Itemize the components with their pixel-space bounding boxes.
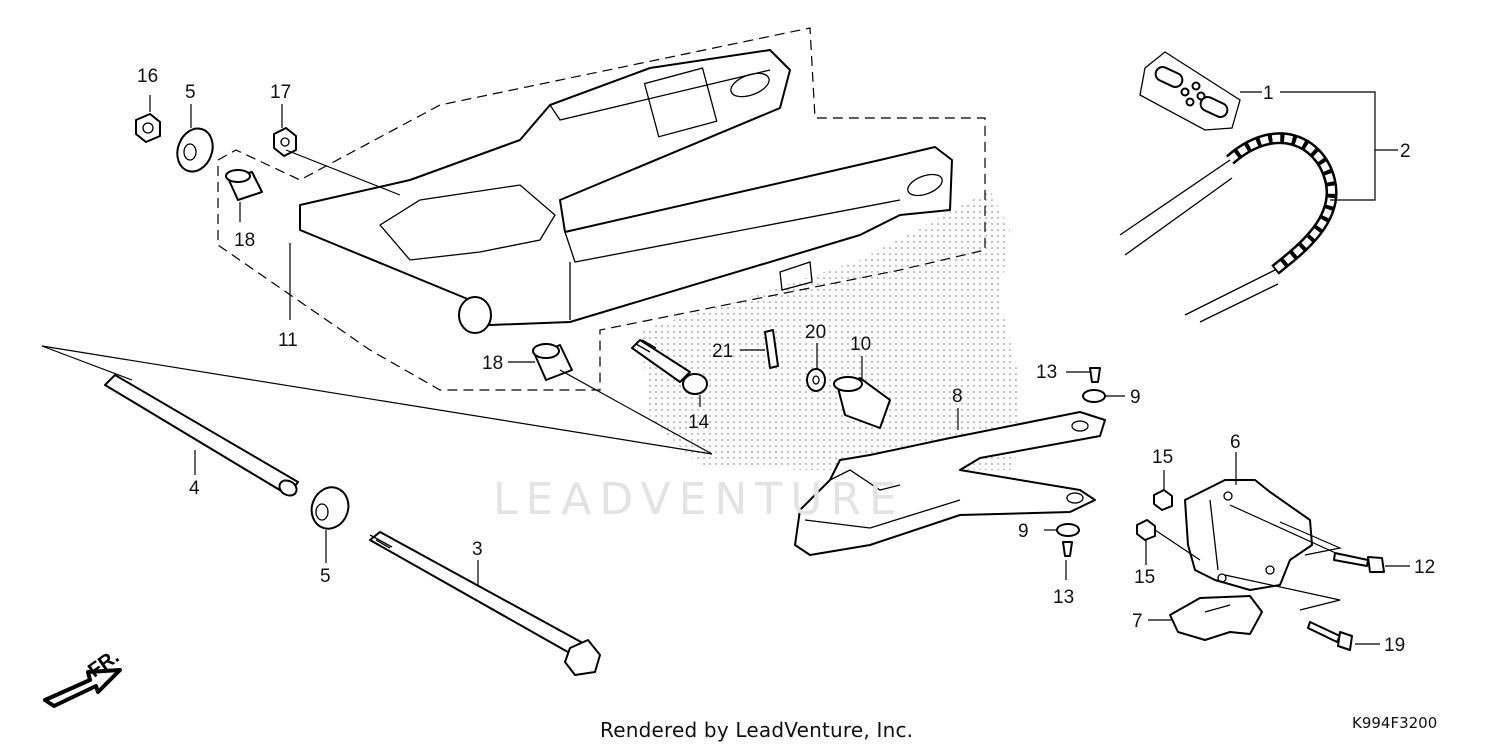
front-direction-arrow-icon [43,668,122,708]
pivot-shaft-part [104,374,299,497]
nut-16-part [135,113,161,143]
chain-guide-part [1184,479,1313,591]
master-link-part [1139,51,1241,131]
screw-13-lower-part [1062,541,1073,557]
callout-7: 7 [1132,611,1143,632]
callout-6: 6 [1230,432,1241,453]
nut-17-part [273,127,297,157]
callout-13-upper: 13 [1036,362,1057,383]
pivot-bolt-part [369,531,601,676]
callout-13-lower: 13 [1053,587,1074,608]
screw-13-upper-part [1089,367,1101,383]
bolt-19-part [1307,621,1353,651]
callout-5-upper: 5 [185,82,196,103]
callout-labels: 1 2 3 4 5 5 6 7 8 9 9 10 11 12 13 13 14 … [137,66,1435,656]
callout-17: 17 [270,82,291,103]
dust-seal-lower-part [310,486,350,530]
callout-19: 19 [1384,635,1405,656]
callout-20: 20 [805,322,826,343]
callout-3: 3 [472,539,483,560]
callout-9-lower: 9 [1018,521,1029,542]
needle-bearing-lower-part [532,343,573,381]
nut-15-upper-part [1153,489,1173,511]
bolt-12-part [1333,552,1385,573]
callout-12: 12 [1414,557,1435,578]
needle-bearing-upper-part [225,169,263,201]
washer-9-upper-part [1082,389,1106,403]
callout-18-upper: 18 [234,230,255,251]
callout-2: 2 [1400,141,1411,162]
callout-4: 4 [189,478,200,499]
callout-8: 8 [952,386,963,407]
drive-chain-part [1119,132,1338,323]
callout-5-lower: 5 [320,566,331,587]
callout-1: 1 [1263,83,1274,104]
render-credit: Rendered by LeadVenture, Inc. [600,718,914,742]
callout-15-upper: 15 [1152,447,1173,468]
spring-pin-part [764,329,779,369]
diagram-code: K994F3200 [1352,714,1438,732]
callout-21: 21 [712,341,733,362]
chain-slider-part [794,411,1106,556]
chain-guide-slider-part [1169,595,1263,641]
collar-10-part [833,376,891,429]
watermark-wing-logo [640,190,1020,470]
callout-14: 14 [688,412,710,433]
nut-15-lower-part [1136,519,1156,541]
washer-9-lower-part [1056,523,1080,537]
callout-16: 16 [137,66,158,87]
callout-18-lower: 18 [482,353,503,374]
callout-11: 11 [278,330,298,351]
bolt-14-part [631,339,708,395]
washer-20-part [806,368,826,392]
watermark: LEADVENTURE [493,474,905,525]
callout-10: 10 [850,334,871,355]
callout-15-lower: 15 [1134,567,1155,588]
leader-lines [41,27,1410,645]
dust-seal-upper-part [176,127,214,173]
swingarm-part [299,49,953,334]
callout-9-upper: 9 [1130,387,1141,408]
